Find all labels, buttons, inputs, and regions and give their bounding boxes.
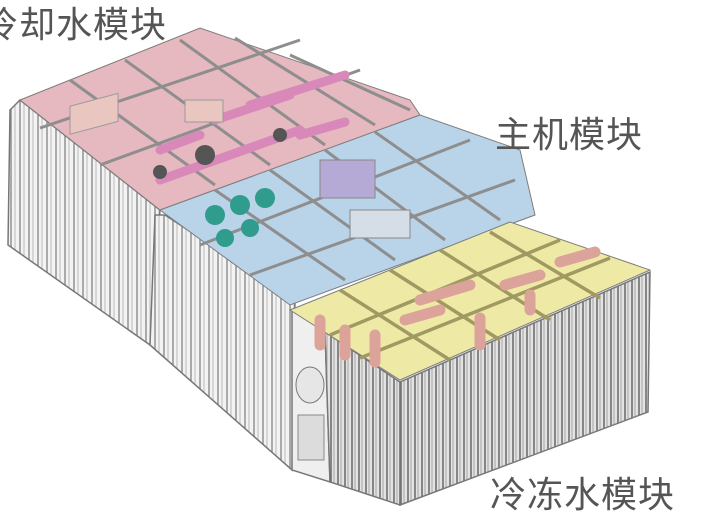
cooling-water-module-label: 冷却水模块 bbox=[0, 5, 168, 46]
chilled-water-module-label: 冷冻水模块 bbox=[490, 475, 676, 516]
access-hatch bbox=[295, 366, 325, 404]
host-module-label: 主机模块 bbox=[495, 115, 644, 156]
host-module bbox=[149, 114, 536, 472]
side-door bbox=[297, 414, 325, 461]
host-module-top bbox=[158, 114, 536, 306]
cooling-pipes bbox=[155, 70, 350, 185]
cooling-water-module bbox=[7, 27, 421, 347]
chilled-pipes bbox=[314, 246, 601, 368]
host-pumps bbox=[205, 188, 275, 247]
chilled-water-module bbox=[288, 221, 652, 507]
